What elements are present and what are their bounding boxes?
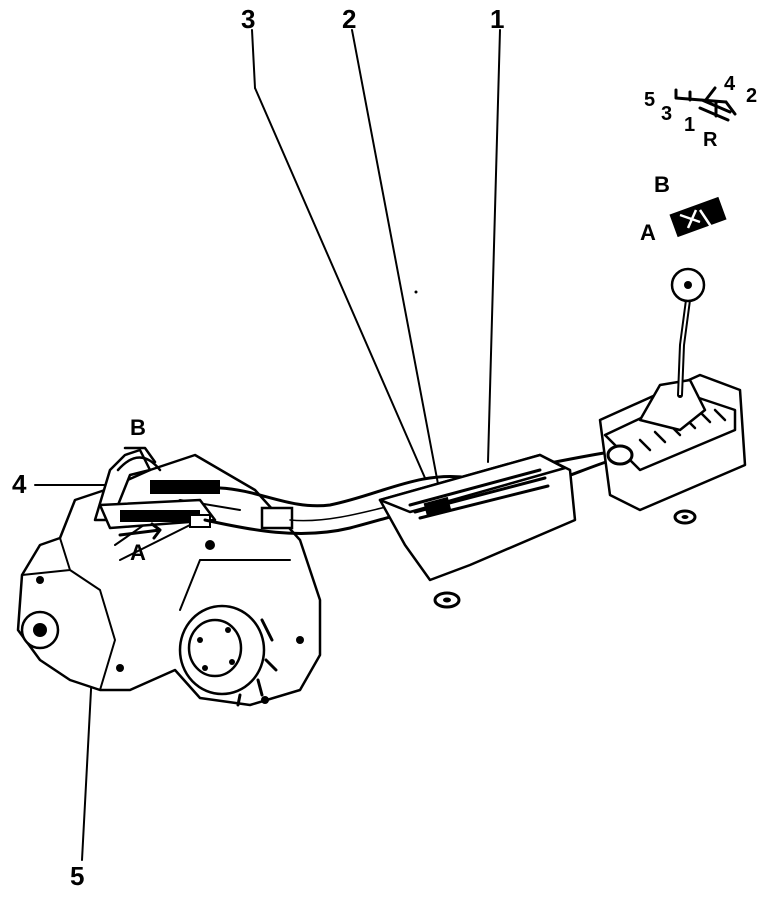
bellhousing-hub-inner: [33, 623, 47, 637]
cable-entry-ring: [606, 444, 634, 466]
bracket-top-plate: [378, 453, 567, 514]
detail-highlights: [679, 209, 714, 229]
detail-block: [669, 196, 727, 238]
callout-labels: 1 2 3 4 5: [12, 4, 504, 891]
case-bolt: [36, 576, 44, 584]
transmission-assembly: B A: [16, 415, 322, 707]
drive-flange-inner: [187, 618, 243, 678]
case-bolt: [116, 664, 124, 672]
flange-gear-teeth: [236, 618, 278, 707]
shift-pattern-gear-r: R: [703, 129, 718, 151]
detail-label-b: B: [654, 172, 670, 197]
trans-label-a: A: [130, 540, 146, 565]
case-bolt: [296, 636, 304, 644]
housing-mount-grommet-hole: [681, 515, 689, 519]
leader-lines: [34, 29, 501, 861]
bracket-clamp: [423, 496, 452, 517]
selector-lever-arc: [116, 456, 162, 472]
cable-end-fitting-lower: [120, 510, 200, 522]
cable-bracket: [260, 506, 294, 530]
callout-2: 2: [342, 4, 356, 34]
shift-pattern-diagram: 5 3 1 4 2 R: [644, 73, 757, 151]
shift-pattern-gear-1: 1: [684, 114, 695, 136]
shift-lever-housing: [598, 267, 747, 525]
transmission-housing-flange: [21, 537, 116, 691]
leader-line-3b: [254, 87, 426, 479]
gear-stick-inner: [679, 299, 689, 396]
cable-support-bracket: [378, 453, 577, 609]
detail-label-a: A: [640, 220, 656, 245]
direction-detail: B A: [640, 172, 727, 245]
case-bolt: [261, 696, 269, 704]
cable-end-fitting-upper: [150, 480, 220, 494]
drive-flange-bolt: [225, 627, 231, 633]
lever-arrow-b: [123, 446, 157, 464]
callout-1: 1: [490, 4, 504, 34]
callout-4: 4: [12, 469, 27, 499]
bracket-mount-grommet-hole: [443, 597, 451, 603]
callout-5: 5: [70, 861, 84, 891]
shift-pattern-gear-5: 5: [644, 89, 655, 111]
drive-flange-bolt: [197, 637, 203, 643]
shift-pattern-gear-3: 3: [661, 103, 672, 125]
drive-flange-bolt: [229, 659, 235, 665]
case-bolt: [205, 540, 215, 550]
shift-pattern-gear-2: 2: [746, 85, 757, 107]
lever-mechanism: [638, 378, 707, 432]
stray-dot: [414, 290, 418, 294]
shift-gate-lines: [674, 86, 737, 122]
leader-line-3: [251, 29, 256, 89]
callout-3: 3: [241, 4, 255, 34]
lever-arrow-a: [118, 522, 162, 540]
gear-knob-dot: [684, 281, 692, 289]
leader-line-1: [487, 29, 501, 463]
shift-pattern-gear-4: 4: [724, 73, 736, 95]
trans-label-b: B: [130, 415, 146, 440]
drive-flange-bolt: [202, 665, 208, 671]
leader-line-2: [351, 29, 443, 506]
